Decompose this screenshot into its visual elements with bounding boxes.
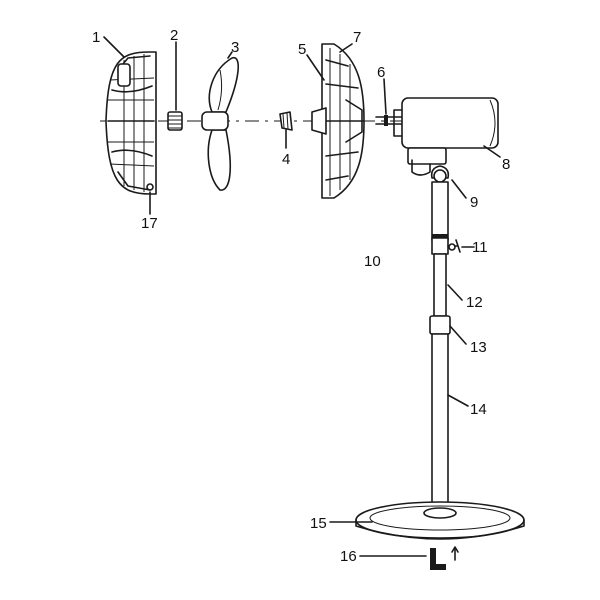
fan-pole <box>429 165 461 517</box>
fan-base <box>355 501 525 540</box>
part-label-9: 9 <box>470 194 478 211</box>
part-label-13: 13 <box>470 339 487 356</box>
base-screw <box>430 546 459 570</box>
part-label-12: 12 <box>466 294 483 311</box>
motor-shaft <box>375 115 403 126</box>
part-label-10: 10 <box>364 253 381 270</box>
part-label-16: 16 <box>340 548 357 565</box>
part-label-14: 14 <box>470 401 487 418</box>
motor-housing <box>393 97 499 176</box>
fan-blade <box>201 57 240 191</box>
leader-lines <box>103 36 501 557</box>
part-label-7: 7 <box>353 29 361 46</box>
part-label-11: 11 <box>472 239 488 256</box>
front-grille <box>105 51 157 195</box>
part-label-17: 17 <box>141 215 158 232</box>
part-label-1: 1 <box>92 29 100 46</box>
part-label-4: 4 <box>282 151 290 168</box>
part-label-3: 3 <box>231 39 239 56</box>
spinner-nut <box>167 111 183 131</box>
part-label-2: 2 <box>170 27 178 44</box>
part-labels: 1 2 3 4 5 6 7 8 9 10 11 12 13 14 15 16 1… <box>92 27 510 565</box>
part-label-8: 8 <box>502 156 510 173</box>
part-label-15: 15 <box>310 515 327 532</box>
part-label-5: 5 <box>298 41 306 58</box>
part-label-6: 6 <box>377 64 385 81</box>
rear-grille <box>311 43 365 199</box>
blade-lock-nut <box>279 111 293 131</box>
